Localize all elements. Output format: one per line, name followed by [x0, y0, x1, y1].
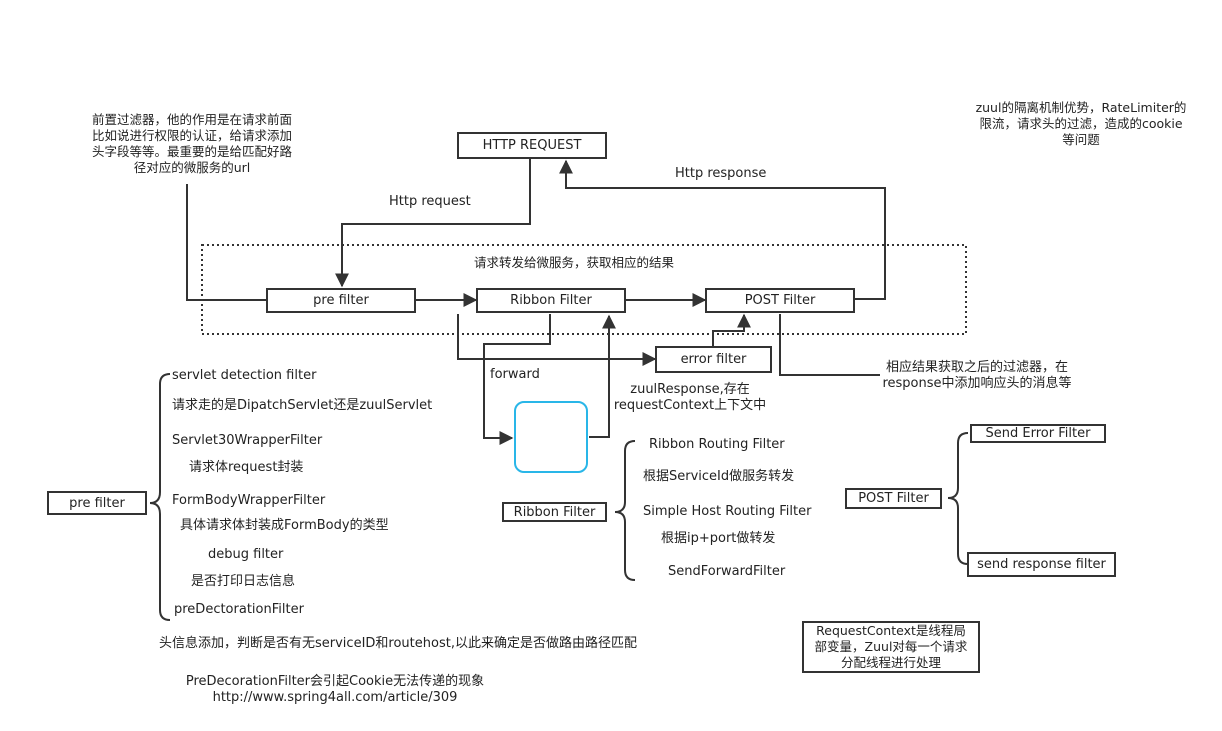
pre-item-formbody: FormBodyWrapperFilter: [172, 493, 326, 508]
label-http-response: Http response: [675, 166, 767, 181]
pre-cookie-note: PreDecorationFilter会引起Cookie无法传递的现象: [185, 674, 485, 689]
send-error-filter-node: Send Error Filter: [970, 424, 1106, 443]
note-context-line-3: 分配线程进行处理: [840, 655, 941, 670]
send-response-filter-node: send response filter: [967, 552, 1116, 577]
note-pre-filter: 前置过滤器，他的作用是在请求前面 比如说进行权限的认证，给请求添加 头字段等等。…: [82, 112, 302, 176]
ribbon-item-simple-host: Simple Host Routing Filter: [643, 504, 812, 519]
pre-desc-debug: 是否打印日志信息: [191, 574, 296, 589]
ribbon-filter-node: Ribbon Filter: [476, 288, 626, 313]
note-pre-line-3: 头字段等等。最重要的是给匹配好路: [91, 144, 292, 159]
label-service-group: 请求转发给微服务，获取相应的结果: [474, 255, 675, 270]
note-pre-line-4: 径对应的微服务的url: [133, 160, 251, 175]
edge-zuul-response: [589, 314, 616, 438]
ribbon-desc-simple-host: 根据ip+port做转发: [661, 531, 776, 546]
pre-filter-bracket: [149, 373, 171, 621]
ribbon-item-send-forward: SendForwardFilter: [668, 564, 786, 579]
edge-http-response: [559, 159, 886, 300]
label-zuul-response-line-2: requestContext上下文中: [613, 398, 767, 413]
ribbon-item-routing: Ribbon Routing Filter: [649, 437, 785, 452]
label-http-request: Http request: [389, 194, 471, 209]
ribbon-filter-bracket: [614, 440, 636, 581]
ribbon-desc-routing: 根据ServiceId做服务转发: [643, 469, 795, 484]
pre-desc-predecoration: 头信息添加，判断是否有无serviceID和routehost,以此来确定是否做…: [159, 636, 637, 651]
post-filter-bracket: [947, 432, 969, 565]
pre-item-predecoration: preDectorationFilter: [174, 602, 304, 617]
note-context-line-2: 部变量，Zuul对每一个请求: [814, 639, 968, 654]
label-forward: forward: [490, 367, 540, 382]
pre-reference-link: http://www.spring4all.com/article/309: [212, 690, 458, 705]
edge-pre-error: [457, 314, 657, 366]
pre-item-servlet-detection: servlet detection filter: [172, 368, 317, 383]
note-zuul-line-3: 等问题: [1062, 132, 1100, 147]
http-request-node: HTTP REQUEST: [457, 132, 607, 159]
note-post-filter: 相应结果获取之后的过滤器，在 response中添加响应头的消息等: [872, 360, 1082, 392]
note-request-context: RequestContext是线程局 部变量，Zuul对每一个请求 分配线程进行…: [802, 621, 980, 673]
pre-item-debug: debug filter: [208, 547, 284, 562]
post-filter-node: POST Filter: [705, 288, 855, 313]
note-context-line-1: RequestContext是线程局: [816, 623, 966, 638]
note-zuul-line-1: zuul的隔离机制优势，RateLimiter的: [975, 100, 1187, 115]
note-pre-line-1: 前置过滤器，他的作用是在请求前面: [91, 112, 292, 127]
pre-filter-side-node: pre filter: [47, 491, 147, 515]
note-zuul-line-2: 限流，请求头的过滤，造成的cookie: [979, 116, 1183, 131]
post-filter-side-node: POST Filter: [845, 488, 942, 509]
pre-item-servlet30: Servlet30WrapperFilter: [172, 433, 323, 448]
error-filter-node: error filter: [655, 346, 772, 373]
pre-desc-formbody: 具体请求体封装成FormBody的类型: [180, 518, 389, 533]
edge-post-note: [779, 314, 880, 376]
edge-forward: [483, 314, 551, 445]
pre-desc-servlet-detection: 请求走的是DipatchServlet还是zuulServlet: [172, 398, 433, 413]
edge-http-request: [335, 158, 531, 288]
note-pre-line-2: 比如说进行权限的认证，给请求添加: [91, 128, 292, 143]
edge-error-post: [712, 313, 751, 346]
note-post-line-1: 相应结果获取之后的过滤器，在: [885, 360, 1068, 375]
note-post-line-2: response中添加响应头的消息等: [882, 376, 1072, 391]
microservice-cloud-icon: [514, 401, 588, 473]
label-zuul-response-line-1: zuulResponse,存在: [630, 382, 750, 397]
ribbon-filter-side-node: Ribbon Filter: [502, 502, 607, 522]
pre-desc-servlet30: 请求体request封装: [189, 460, 304, 475]
note-zuul-advantages: zuul的隔离机制优势，RateLimiter的 限流，请求头的过滤，造成的co…: [968, 100, 1194, 148]
label-zuul-response: zuulResponse,存在 requestContext上下文中: [612, 382, 768, 414]
edge-pre-note: [186, 184, 266, 301]
service-group-boundary: [201, 244, 967, 335]
pre-filter-node: pre filter: [266, 288, 416, 313]
